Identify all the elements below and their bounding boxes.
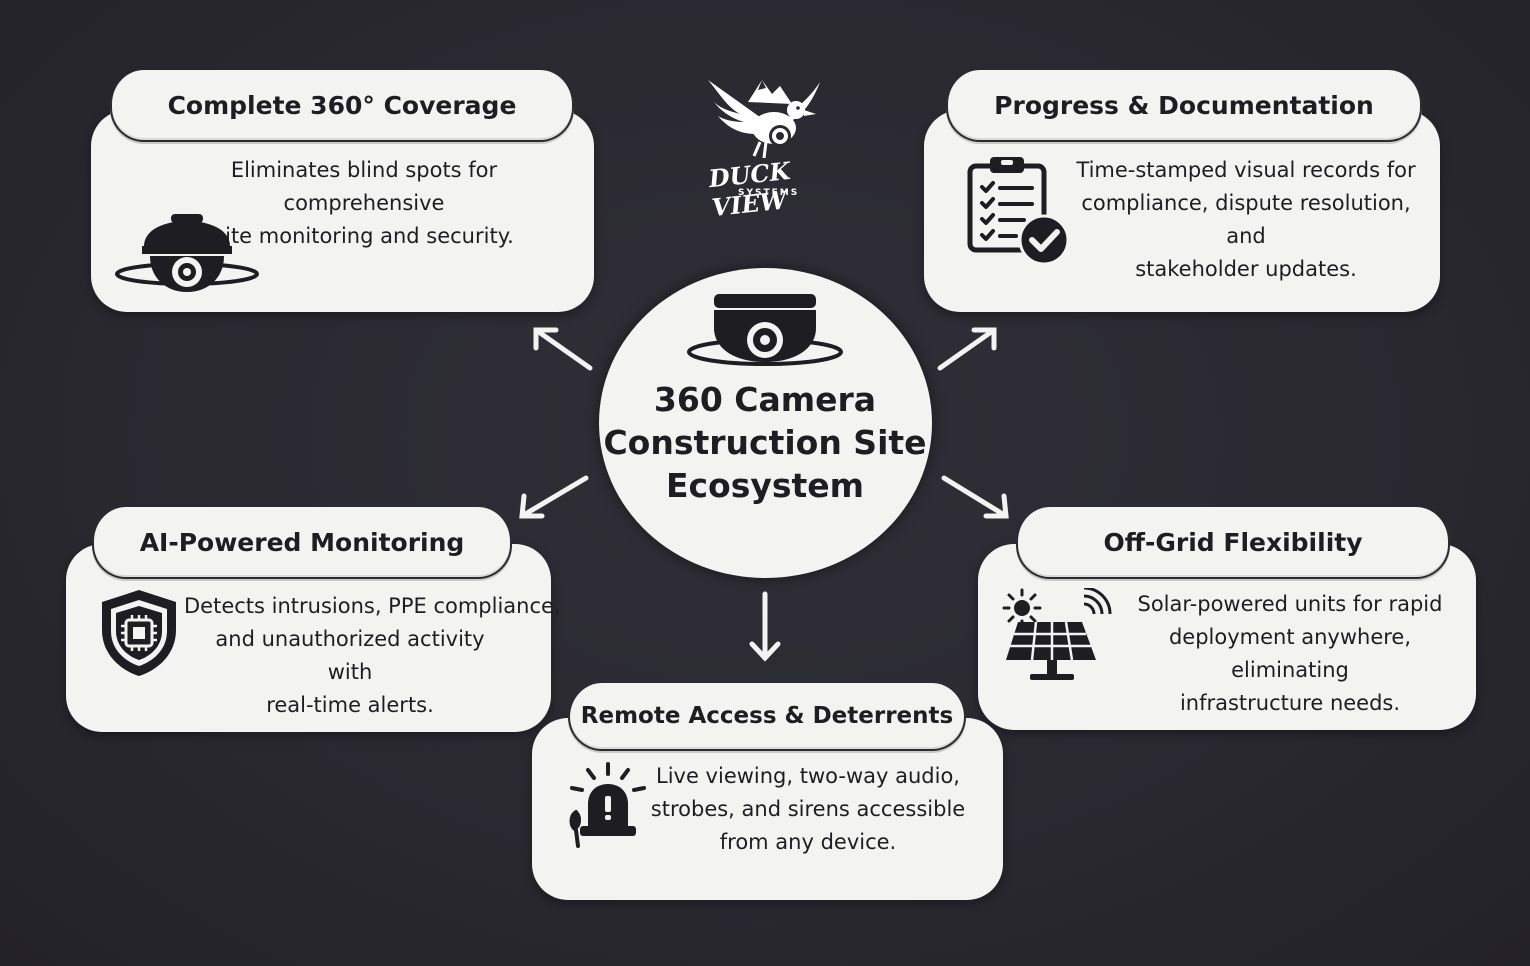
remote-desc-line-3: from any device. bbox=[719, 830, 897, 854]
offgrid-card-title: Off-Grid Flexibility bbox=[1016, 507, 1450, 579]
progress-card bbox=[924, 110, 1440, 312]
arrow-to-ai bbox=[519, 475, 589, 519]
offgrid-card-description: Solar-powered units for rapid deployment… bbox=[1120, 588, 1460, 720]
siren-icon bbox=[569, 762, 646, 848]
dome-camera-icon bbox=[687, 294, 843, 366]
duck-camera-logo bbox=[708, 80, 820, 159]
solar-panel-icon bbox=[1002, 588, 1112, 680]
progress-desc-line-3: stakeholder updates. bbox=[1135, 257, 1357, 281]
remote-desc-line-1: Live viewing, two-way audio, bbox=[656, 764, 960, 788]
arrow-to-coverage bbox=[533, 327, 593, 371]
shield-chip-icon bbox=[102, 590, 176, 676]
ai-card-title: AI-Powered Monitoring bbox=[92, 507, 512, 579]
ai-desc-line-2: and unauthorized activity with bbox=[215, 627, 485, 684]
progress-card-description: Time-stamped visual records for complian… bbox=[1060, 154, 1432, 286]
remote-desc-line-2: strobes, and sirens accessible bbox=[650, 797, 966, 821]
coverage-card-description: Eliminates blind spots for comprehensive… bbox=[150, 154, 578, 253]
coverage-desc-line-2: site monitoring and security. bbox=[214, 224, 514, 248]
center-title-line-3: Ecosystem bbox=[665, 466, 865, 505]
remote-card-description: Live viewing, two-way audio, strobes, an… bbox=[646, 760, 970, 859]
arrow-to-remote bbox=[749, 591, 781, 662]
coverage-card-title: Complete 360° Coverage bbox=[110, 70, 574, 142]
remote-card-title: Remote Access & Deterrents bbox=[568, 683, 966, 751]
progress-desc-line-2: compliance, dispute resolution, and bbox=[1081, 191, 1411, 248]
progress-card-title: Progress & Documentation bbox=[946, 70, 1422, 142]
progress-desc-line-1: Time-stamped visual records for bbox=[1076, 158, 1416, 182]
offgrid-desc-line-1: Solar-powered units for rapid bbox=[1137, 592, 1443, 616]
ai-desc-line-1: Detects intrusions, PPE compliance, bbox=[184, 594, 561, 618]
coverage-desc-line-1: Eliminates blind spots for comprehensive bbox=[230, 158, 498, 215]
center-title-line-2: Construction Site bbox=[603, 423, 927, 462]
offgrid-desc-line-2: deployment anywhere, eliminating bbox=[1168, 625, 1412, 682]
offgrid-desc-line-3: infrastructure needs. bbox=[1179, 691, 1401, 715]
center-title-line-1: 360 Camera bbox=[653, 380, 877, 419]
ai-card-description: Detects intrusions, PPE compliance, and … bbox=[184, 590, 561, 722]
ai-desc-line-3: real-time alerts. bbox=[266, 693, 434, 717]
dome-camera-icon bbox=[115, 214, 259, 292]
center-title: 360 Camera Construction Site Ecosystem bbox=[600, 378, 930, 507]
logo-subtitle: SYSTEMS bbox=[738, 188, 800, 198]
arrow-to-offgrid bbox=[941, 475, 1009, 519]
duck-view-logo: DUCK VIEW SYSTEMS bbox=[700, 72, 830, 222]
clipboard-check-icon bbox=[967, 157, 1070, 266]
arrow-to-progress bbox=[937, 327, 997, 371]
